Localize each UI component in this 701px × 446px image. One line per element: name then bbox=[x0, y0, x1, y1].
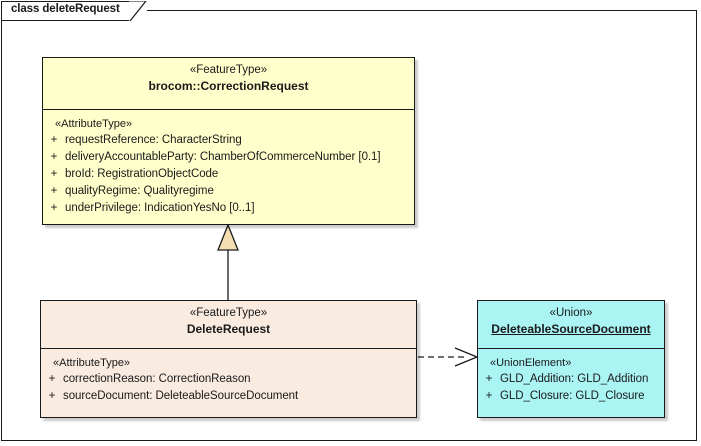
attribute-text: underPrivilege: IndicationYesNo [0..1] bbox=[65, 202, 255, 214]
attribute-row: + sourceDocument: DeleteableSourceDocume… bbox=[41, 388, 416, 405]
diagram-frame bbox=[1, 10, 697, 441]
attribute-row: + deliveryAccountableParty: ChamberOfCom… bbox=[43, 149, 414, 166]
attribute-row: + correctionReason: CorrectionReason bbox=[41, 371, 416, 388]
class-name: brocom::CorrectionRequest bbox=[148, 79, 309, 93]
attribute-text: deliveryAccountableParty: ChamberOfComme… bbox=[65, 151, 381, 163]
diagram-title-label: class deleteRequest bbox=[11, 3, 120, 15]
attribute-row: + qualityRegime: Qualityregime bbox=[43, 183, 414, 200]
diagram-title-tab-slant-icon bbox=[129, 1, 147, 22]
attribute-visibility: + bbox=[50, 202, 58, 214]
attribute-row: + broId: RegistrationObjectCode bbox=[43, 166, 414, 183]
class-name: DeleteRequest bbox=[186, 322, 271, 336]
class-header-correction-request: «FeatureType» brocom::CorrectionRequest bbox=[43, 58, 414, 110]
class-box-deleteable-source-document[interactable]: «Union» DeleteableSourceDocument «UnionE… bbox=[477, 300, 665, 418]
attribute-text: requestReference: CharacterString bbox=[65, 134, 242, 146]
attribute-text: broId: RegistrationObjectCode bbox=[65, 168, 219, 180]
attribute-visibility: + bbox=[485, 390, 493, 402]
attribute-compartment-stereotype: «AttributeType» bbox=[53, 357, 131, 369]
attribute-compartment-stereotype: «AttributeType» bbox=[55, 118, 133, 130]
class-name: DeleteableSourceDocument bbox=[491, 322, 651, 336]
attribute-visibility: + bbox=[48, 373, 56, 385]
class-stereotype: «FeatureType» bbox=[189, 64, 268, 76]
attribute-text: qualityRegime: Qualityregime bbox=[65, 185, 214, 197]
class-stereotype: «Union» bbox=[549, 307, 593, 319]
attribute-visibility: + bbox=[50, 151, 58, 163]
class-attributes-correction-request: «AttributeType» + requestReference: Char… bbox=[43, 110, 414, 224]
class-header-deleteable-source-document: «Union» DeleteableSourceDocument bbox=[478, 301, 664, 349]
attribute-row: + underPrivilege: IndicationYesNo [0..1] bbox=[43, 200, 414, 217]
attribute-row: + requestReference: CharacterString bbox=[43, 132, 414, 149]
attribute-text: sourceDocument: DeleteableSourceDocument bbox=[63, 390, 299, 402]
class-stereotype: «FeatureType» bbox=[189, 307, 268, 319]
class-header-delete-request: «FeatureType» DeleteRequest bbox=[41, 301, 416, 349]
class-attributes-delete-request: «AttributeType» + correctionReason: Corr… bbox=[41, 349, 416, 417]
attribute-compartment-stereotype: «UnionElement» bbox=[490, 357, 572, 369]
attribute-visibility: + bbox=[485, 373, 493, 385]
attribute-text: correctionReason: CorrectionReason bbox=[63, 373, 251, 385]
class-box-correction-request[interactable]: «FeatureType» brocom::CorrectionRequest … bbox=[42, 57, 415, 225]
attribute-text: GLD_Addition: GLD_Addition bbox=[500, 373, 649, 385]
class-box-delete-request[interactable]: «FeatureType» DeleteRequest «AttributeTy… bbox=[40, 300, 417, 418]
attribute-row: + GLD_Closure: GLD_Closure bbox=[478, 388, 664, 405]
attribute-text: GLD_Closure: GLD_Closure bbox=[500, 390, 645, 402]
attribute-row: + GLD_Addition: GLD_Addition bbox=[478, 371, 664, 388]
class-attributes-deleteable-source-document: «UnionElement» + GLD_Addition: GLD_Addit… bbox=[478, 349, 664, 417]
attribute-visibility: + bbox=[50, 185, 58, 197]
attribute-visibility: + bbox=[48, 390, 56, 402]
diagram-title-tab-body bbox=[1, 1, 130, 21]
attribute-visibility: + bbox=[50, 168, 58, 180]
attribute-visibility: + bbox=[50, 134, 58, 146]
